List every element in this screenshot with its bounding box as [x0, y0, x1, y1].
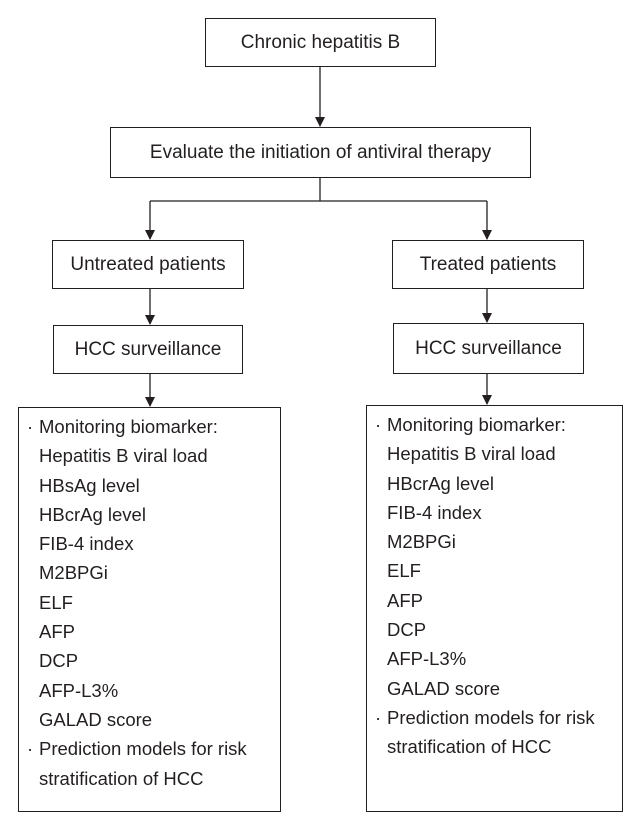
list-item: AFP-L3% — [367, 644, 622, 673]
list-item-text: M2BPGi — [39, 562, 108, 584]
list-item: M2BPGi — [367, 527, 622, 556]
list-item-text: Hepatitis B viral load — [387, 443, 556, 465]
list-item-text: DCP — [39, 650, 79, 672]
list-item: FIB-4 index — [367, 498, 622, 527]
node-hcc-surveillance-left: HCC surveillance — [53, 325, 243, 374]
list-item: HBcrAg level — [367, 469, 622, 498]
list-item: ELF — [19, 588, 280, 617]
list-item: AFP — [367, 586, 622, 615]
treated-biomarker-list: ·Monitoring biomarker:Hepatitis B viral … — [366, 405, 623, 812]
list-item-text: GALAD score — [39, 708, 153, 730]
list-item: Hepatitis B viral load — [367, 439, 622, 468]
untreated-biomarker-list: ·Monitoring biomarker:Hepatitis B viral … — [18, 407, 281, 812]
list-item: FIB-4 index — [19, 529, 280, 558]
list-item-text: ELF — [387, 560, 421, 582]
list-bullet-item: ·Monitoring biomarker: — [19, 412, 280, 441]
list-item: ELF — [367, 556, 622, 585]
list-bullet-item: ·Prediction models for risk — [367, 703, 622, 732]
list-item-text: DCP — [387, 619, 427, 641]
list-item-text: GALAD score — [387, 677, 501, 699]
list-item-text: M2BPGi — [387, 531, 456, 553]
list-item-text: ELF — [39, 591, 73, 613]
bullet-dot: · — [27, 738, 34, 760]
list-item-text: AFP — [39, 621, 75, 643]
node-evaluate-antiviral-therapy: Evaluate the initiation of antiviral the… — [110, 127, 531, 178]
node-label: Evaluate the initiation of antiviral the… — [149, 141, 492, 163]
bullet-dot: · — [375, 414, 382, 435]
list-item-text: Monitoring biomarker: — [387, 414, 566, 435]
list-item-text: AFP-L3% — [387, 648, 467, 670]
node-treated-patients: Treated patients — [392, 240, 584, 289]
list-item-text: stratification of HCC — [39, 767, 204, 789]
list-item-text: stratification of HCC — [387, 736, 552, 758]
node-untreated-patients: Untreated patients — [52, 240, 244, 289]
list-item-text: Prediction models for risk — [39, 738, 247, 760]
node-label: Treated patients — [419, 253, 557, 275]
list-item-text: FIB-4 index — [39, 533, 134, 555]
list-item: stratification of HCC — [367, 732, 622, 761]
list-item: stratification of HCC — [19, 764, 280, 793]
node-label: Chronic hepatitis B — [240, 31, 401, 53]
list-item-text: Monitoring biomarker: — [39, 416, 218, 437]
list-item: Hepatitis B viral load — [19, 441, 280, 470]
node-label: HCC surveillance — [74, 338, 222, 360]
list-item: AFP-L3% — [19, 676, 280, 705]
list-item-text: FIB-4 index — [387, 501, 482, 523]
node-label: HCC surveillance — [415, 337, 562, 359]
list-item: AFP — [19, 617, 280, 646]
list-item: HBcrAg level — [19, 500, 280, 529]
list-item-text: AFP-L3% — [39, 679, 119, 701]
list-item: GALAD score — [367, 674, 622, 703]
node-hcc-surveillance-right: HCC surveillance — [393, 323, 584, 374]
node-label: Untreated patients — [70, 253, 226, 275]
bullet-dot: · — [375, 706, 382, 728]
split-connector — [150, 178, 487, 202]
list-item: HBsAg level — [19, 471, 280, 500]
list-item-text: Hepatitis B viral load — [39, 445, 208, 467]
list-item-text: AFP — [387, 589, 423, 611]
list-item: DCP — [19, 646, 280, 675]
list-item-text: HBcrAg level — [387, 472, 494, 494]
list-item-text: Prediction models for risk — [387, 706, 595, 728]
bullet-dot: · — [27, 416, 34, 437]
list-bullet-item: ·Monitoring biomarker: — [367, 410, 622, 439]
list-item-text: HBsAg level — [39, 474, 140, 496]
list-item: M2BPGi — [19, 558, 280, 587]
list-item-text: HBcrAg level — [39, 503, 146, 525]
node-chronic-hepatitis-b: Chronic hepatitis B — [205, 18, 436, 67]
list-bullet-item: ·Prediction models for risk — [19, 734, 280, 763]
list-item: DCP — [367, 615, 622, 644]
list-item: GALAD score — [19, 705, 280, 734]
